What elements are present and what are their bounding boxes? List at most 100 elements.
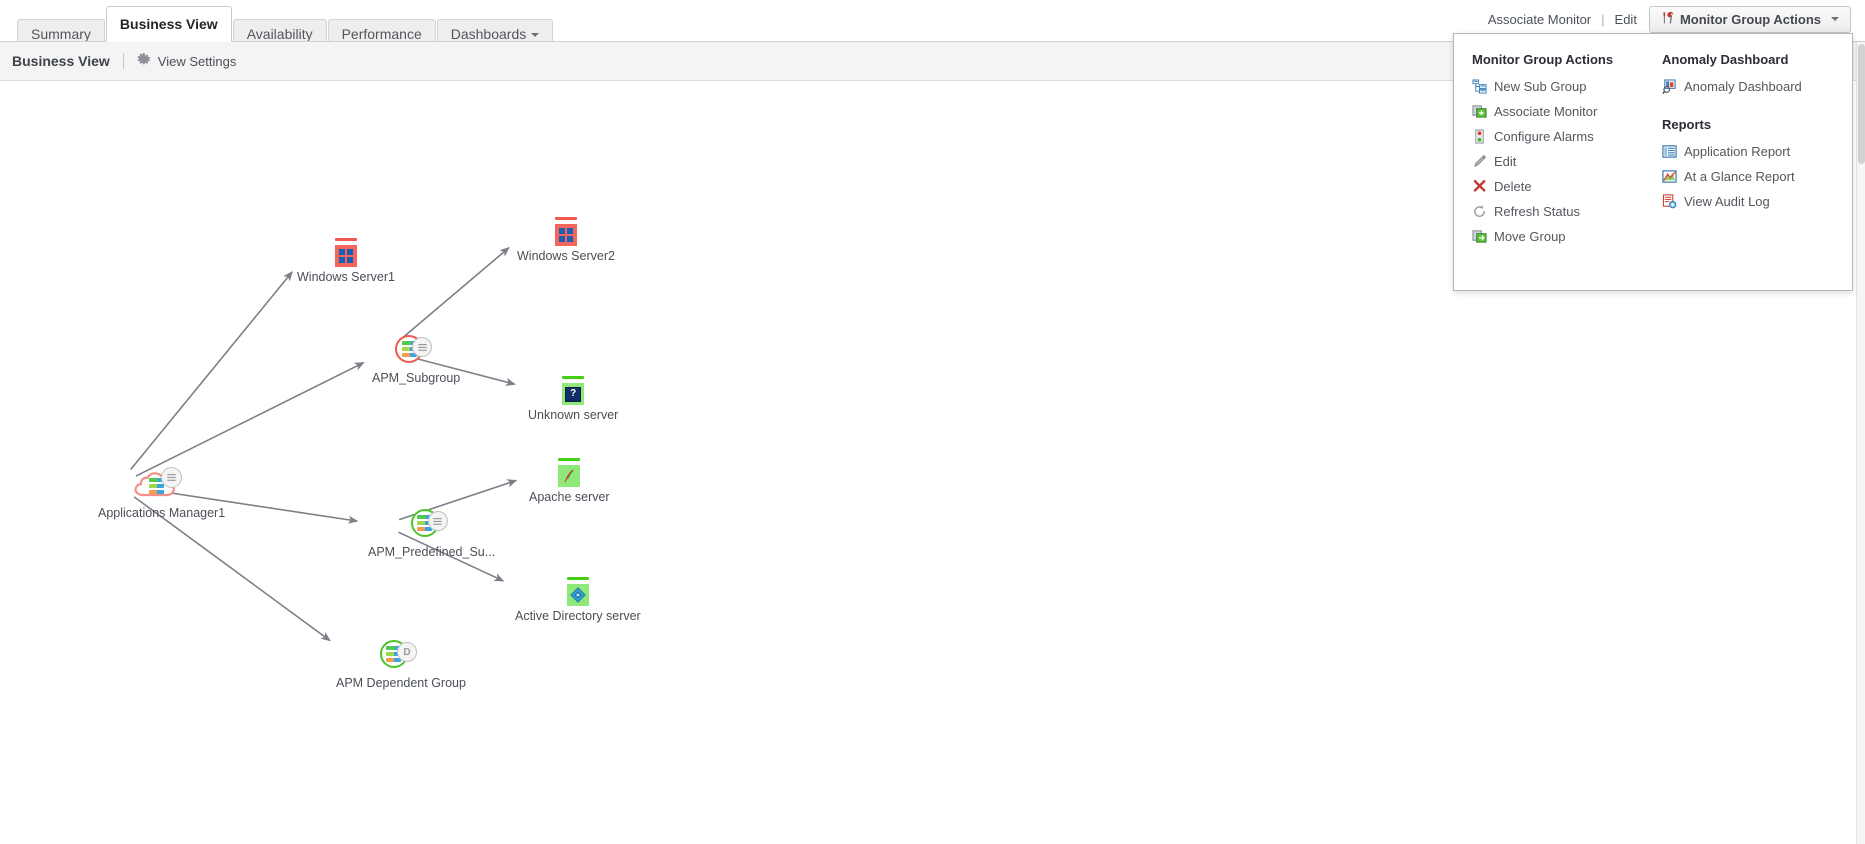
menu-item-label: Application Report bbox=[1684, 144, 1791, 159]
monitor-tile: ? bbox=[562, 383, 585, 405]
menu-item-label: Anomaly Dashboard bbox=[1684, 79, 1802, 94]
menu-item-new-sub-group[interactable]: New Sub Group bbox=[1472, 74, 1662, 99]
node-menu-badge[interactable] bbox=[427, 511, 448, 531]
menu-item-label: Refresh Status bbox=[1494, 204, 1580, 219]
status-bar bbox=[562, 376, 585, 379]
menu-heading-reports: Reports bbox=[1662, 117, 1712, 132]
node-dependent-badge[interactable]: D bbox=[396, 642, 417, 662]
monitor-tile bbox=[554, 224, 577, 246]
status-bar bbox=[566, 577, 589, 580]
node-winsrv2[interactable]: Windows Server2 bbox=[517, 217, 615, 263]
monitor-node-graphic: ? bbox=[562, 376, 585, 405]
menu-heading-monitor-group-actions: Monitor Group Actions bbox=[1472, 52, 1614, 67]
tab-label: Business View bbox=[119, 16, 218, 32]
group-node-graphic bbox=[394, 334, 438, 368]
node-root[interactable]: Applications Manager1 bbox=[98, 467, 225, 520]
at-a-glance-report-icon bbox=[1662, 169, 1677, 184]
tab-label: Dashboards bbox=[450, 26, 527, 42]
tab-business-view[interactable]: Business View bbox=[105, 6, 232, 42]
menu-item-application-report[interactable]: Application Report bbox=[1662, 139, 1847, 164]
node-apache[interactable]: Apache server bbox=[529, 458, 610, 504]
tools-icon bbox=[1661, 11, 1675, 28]
menu-item-label: At a Glance Report bbox=[1684, 169, 1795, 184]
menu-item-view-audit-log[interactable]: View Audit Log bbox=[1662, 189, 1847, 214]
associate-monitor-icon bbox=[1472, 104, 1487, 119]
edge-root-to-predef bbox=[137, 487, 359, 524]
tab-label: Performance bbox=[341, 26, 422, 42]
monitor-node-graphic bbox=[554, 217, 577, 246]
monitor-node-graphic bbox=[334, 238, 357, 267]
edit-link[interactable]: Edit bbox=[1614, 11, 1637, 27]
menu-item-configure-alarms[interactable]: Configure Alarms bbox=[1472, 124, 1662, 149]
node-winsrv1[interactable]: Windows Server1 bbox=[297, 238, 395, 284]
menu-item-label: Move Group bbox=[1494, 229, 1566, 244]
menu-item-delete[interactable]: Delete bbox=[1472, 174, 1662, 199]
monitor-tile bbox=[334, 245, 357, 267]
edge-root-to-dependent bbox=[133, 496, 331, 642]
node-label: Windows Server1 bbox=[297, 270, 395, 284]
menu-item-refresh-status[interactable]: Refresh Status bbox=[1472, 199, 1662, 224]
node-predef[interactable]: APM_Predefined_Su... bbox=[368, 508, 495, 559]
menu-item-move-group[interactable]: Move Group bbox=[1472, 224, 1662, 249]
page-scrollbar[interactable] bbox=[1856, 42, 1865, 844]
node-unknown[interactable]: ?Unknown server bbox=[528, 376, 618, 422]
edge-root-to-winsrv1 bbox=[130, 271, 293, 471]
menu-item-associate-monitor[interactable]: Associate Monitor bbox=[1472, 99, 1662, 124]
move-group-icon bbox=[1472, 229, 1487, 244]
pencil-icon bbox=[1472, 154, 1487, 169]
menu-item-label: New Sub Group bbox=[1494, 79, 1587, 94]
monitor-node-graphic bbox=[558, 458, 581, 487]
windows-icon bbox=[338, 249, 353, 263]
action-separator: | bbox=[1601, 11, 1605, 27]
edge-subgroup-to-unknown bbox=[403, 354, 516, 387]
top-actions: Associate Monitor | Edit Monitor Group A… bbox=[1482, 4, 1851, 34]
node-dependent[interactable]: D APM Dependent Group bbox=[336, 639, 466, 690]
unknown-server-icon: ? bbox=[565, 386, 582, 402]
chevron-down-icon bbox=[531, 33, 540, 38]
tab-label: Availability bbox=[246, 26, 313, 42]
chevron-down-icon bbox=[1831, 17, 1839, 21]
monitor-tile bbox=[558, 465, 581, 487]
view-settings-button[interactable]: View Settings bbox=[137, 52, 237, 70]
group-node-graphic: D bbox=[379, 639, 423, 673]
node-label: Windows Server2 bbox=[517, 249, 615, 263]
node-adsrv[interactable]: Active Directory server bbox=[515, 577, 641, 623]
node-label: APM_Predefined_Su... bbox=[368, 545, 496, 559]
node-label: Active Directory server bbox=[515, 609, 641, 623]
status-bar bbox=[554, 217, 577, 220]
view-settings-label: View Settings bbox=[157, 53, 237, 69]
monitor-tile bbox=[566, 584, 589, 606]
monitor-group-actions-button[interactable]: Monitor Group Actions bbox=[1648, 5, 1851, 33]
node-menu-badge[interactable] bbox=[412, 337, 433, 357]
server-stack-icon bbox=[401, 340, 417, 358]
server-stack-icon bbox=[417, 514, 433, 532]
cloud-node-graphic bbox=[133, 467, 191, 503]
windows-icon bbox=[558, 228, 573, 242]
menu-item-label: Configure Alarms bbox=[1494, 129, 1594, 144]
menu-item-label: Delete bbox=[1494, 179, 1532, 194]
monitor-group-actions-label: Monitor Group Actions bbox=[1679, 11, 1821, 27]
edge-predef-to-adsrv bbox=[398, 531, 505, 582]
menu-item-edit[interactable]: Edit bbox=[1472, 149, 1662, 174]
apache-feather-icon bbox=[564, 469, 574, 483]
menu-column-dashboards-reports: Anomaly Dashboard Anomaly Dashboard Repo… bbox=[1662, 44, 1847, 214]
menu-item-at-a-glance-report[interactable]: At a Glance Report bbox=[1662, 164, 1847, 189]
menu-item-label: Edit bbox=[1494, 154, 1517, 169]
node-menu-badge[interactable] bbox=[160, 467, 182, 488]
page-title: Business View bbox=[12, 53, 110, 69]
node-label: APM Dependent Group bbox=[336, 676, 466, 690]
status-bar bbox=[334, 238, 357, 241]
group-node-graphic bbox=[410, 508, 454, 542]
node-subgroup[interactable]: APM_Subgroup bbox=[372, 334, 460, 385]
configure-alarms-icon bbox=[1472, 129, 1487, 144]
associate-monitor-link[interactable]: Associate Monitor bbox=[1487, 11, 1592, 27]
status-bar bbox=[558, 458, 581, 461]
dependent-badge-letter: D bbox=[403, 646, 411, 658]
page-scrollbar-thumb[interactable] bbox=[1858, 44, 1865, 164]
active-directory-icon bbox=[570, 587, 586, 603]
node-label: APM_Subgroup bbox=[372, 371, 461, 385]
menu-item-anomaly-dashboard[interactable]: Anomaly Dashboard bbox=[1662, 74, 1847, 99]
